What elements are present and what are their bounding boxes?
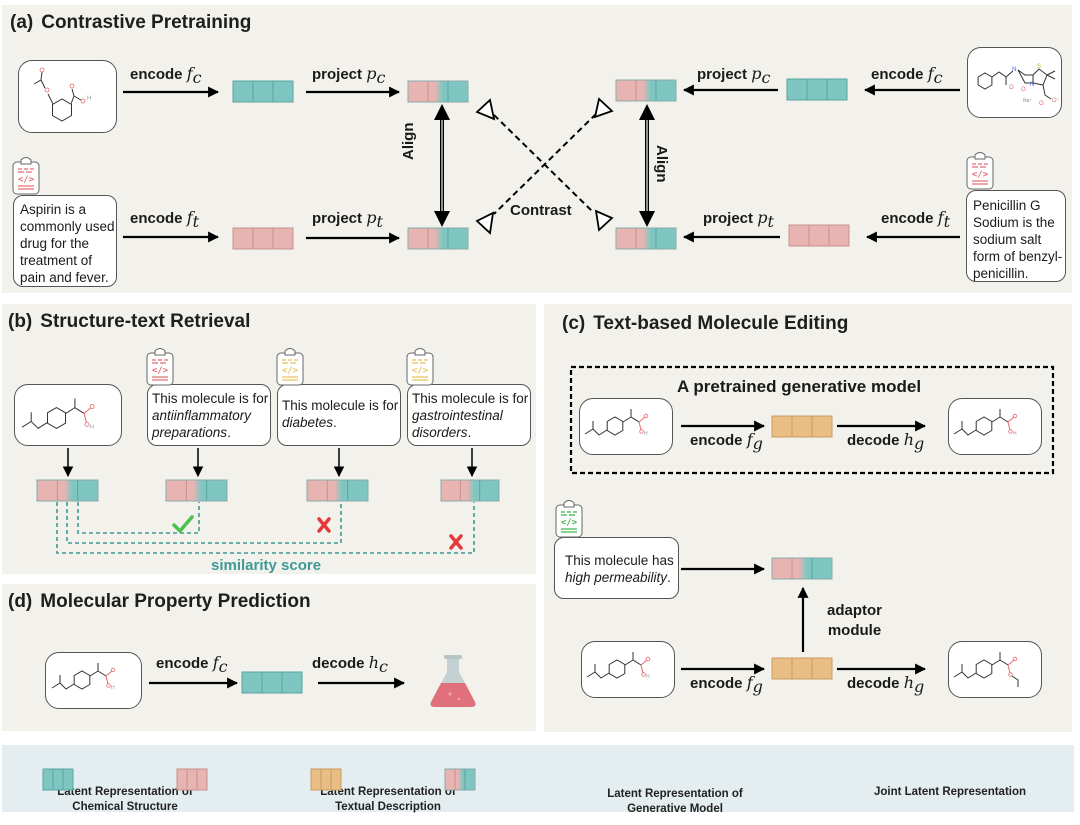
molecule-box-ibuprofen-b: [14, 384, 122, 446]
aspirin-description: Aspirin is a commonly used drug for the …: [20, 202, 115, 285]
label-decode-hg-top: decode hg: [847, 430, 925, 453]
panel-a-tag: (a): [10, 12, 34, 33]
panel-b-title-text: Structure-text Retrieval: [40, 311, 251, 332]
text-box-permeability: [554, 537, 679, 599]
label-project-pc-left: project pc: [312, 64, 386, 87]
text-diabetes: This molecule is for diabetes.: [282, 398, 399, 430]
molecule-box-input-pretrained: [579, 398, 673, 455]
text-antiinflammatory: This molecule is for antiinflammatory pr…: [152, 391, 269, 440]
label-encode-fc-right: encode fc: [871, 64, 943, 87]
molecule-box-penicillin: [967, 47, 1062, 118]
label-project-pt-right: project pt: [703, 208, 774, 231]
molecule-box-output-pretrained: [948, 398, 1042, 455]
panel-a-title-text: Contrastive Pretraining: [41, 12, 252, 33]
panel-c-title: (c) Text-based Molecule Editing: [562, 313, 848, 335]
molecule-box-aspirin: [18, 60, 117, 133]
similarity-score-label: similarity score: [211, 557, 322, 574]
panel-b-tag: (b): [8, 311, 33, 332]
label-encode-fg-bottom: encode fg: [690, 673, 763, 696]
label-encode-ft-right: encode ft: [881, 208, 951, 231]
panel-c-title-text: Text-based Molecule Editing: [593, 313, 849, 334]
label-align-right: Align: [653, 145, 670, 183]
pretrained-model-title: A pretrained generative model: [677, 377, 922, 396]
label-decode-hc-d: decode hc: [312, 653, 388, 676]
text-gastrointestinal: This molecule is for gastrointestinal di…: [412, 391, 529, 440]
text-box-aspirin: [13, 195, 117, 287]
label-encode-fg-top: encode fg: [690, 430, 763, 453]
label-encode-fc-left: encode fc: [130, 64, 202, 87]
panel-a-title: (a) Contrastive Pretraining: [10, 12, 251, 34]
molecule-box-input-edit: [581, 641, 675, 698]
panel-a-contrastive-pretraining: [2, 5, 1072, 293]
panel-d-title: (d) Molecular Property Prediction: [8, 591, 311, 613]
label-encode-fc-d: encode fc: [156, 653, 228, 676]
label-contrast: Contrast: [510, 202, 572, 219]
molecule-box-ibuprofen-d: [45, 652, 142, 709]
molecule-box-output-edit: [948, 641, 1042, 698]
legend-label-joint: Joint Latent Representation: [873, 786, 1027, 798]
panel-d-title-text: Molecular Property Prediction: [40, 591, 311, 612]
penicillin-description: Penicillin G Sodium is the sodium salt f…: [973, 198, 1063, 281]
text-box-penicillin: [966, 190, 1066, 282]
text-box-diabetes: [277, 384, 401, 446]
panel-b-title: (b) Structure-text Retrieval: [8, 311, 250, 333]
panel-d-tag: (d): [8, 591, 33, 612]
label-encode-ft-left: encode ft: [130, 208, 200, 231]
text-permeability: This molecule has high permeability.: [565, 553, 674, 585]
panel-c-tag: (c): [562, 313, 586, 334]
label-align-left: Align: [400, 122, 417, 161]
text-box-antiinflammatory: [147, 384, 271, 446]
label-decode-hg-bottom: decode hg: [847, 673, 925, 696]
text-box-gastrointestinal: [407, 384, 531, 446]
label-project-pc-right: project pc: [697, 64, 771, 87]
label-project-pt-left: project pt: [312, 208, 383, 231]
